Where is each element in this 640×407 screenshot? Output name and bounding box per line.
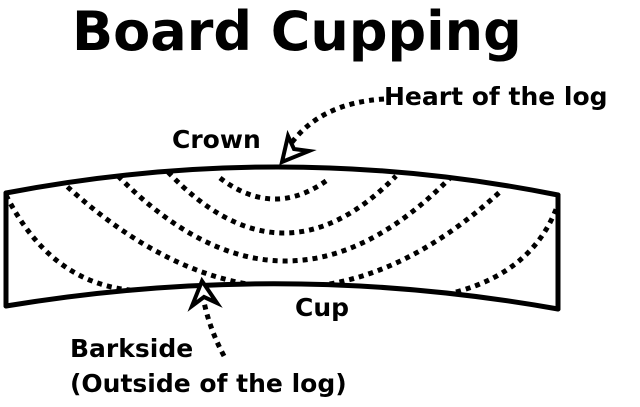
heart-arrowhead-icon [279, 129, 317, 166]
barkside-arrowhead-icon [187, 276, 223, 312]
growth-ring [6, 193, 131, 293]
heart-arrow-shaft [287, 96, 385, 147]
board-top-edge [3, 164, 561, 198]
growth-rings [6, 170, 558, 295]
board-outline [3, 164, 561, 312]
heart-pointer-arrow [279, 96, 385, 166]
cup-label: Cup [295, 293, 350, 322]
board-bottom-edge [3, 281, 561, 312]
growth-ring [218, 176, 332, 202]
page-title: Board Cupping [72, 0, 522, 63]
barkside-label: Barkside [70, 334, 194, 363]
growth-ring [166, 170, 398, 236]
growth-ring [116, 174, 452, 264]
growth-ring [455, 197, 558, 295]
crown-label: Crown [172, 125, 261, 154]
barkside-sublabel: (Outside of the log) [70, 369, 347, 398]
heart-label: Heart of the log [384, 82, 608, 111]
barkside-arrow-shaft [201, 301, 227, 358]
barkside-pointer-arrow [187, 276, 227, 358]
